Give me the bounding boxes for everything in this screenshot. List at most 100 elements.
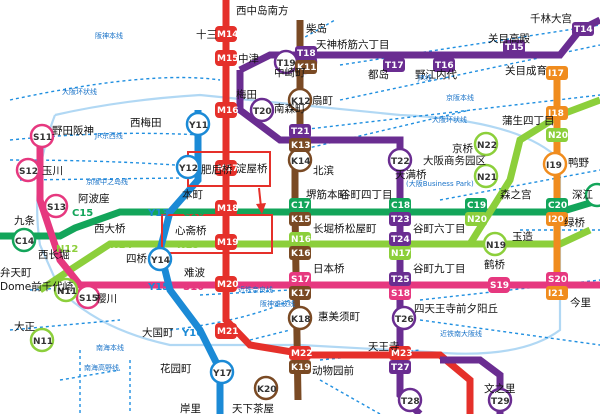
tile-k13: K13 [291,141,311,151]
jr-loop-line [36,93,562,355]
tile-k16: K16 [291,249,311,259]
label-morinomiya: 森之宫 [500,188,532,201]
nagahori-line [38,226,592,293]
label-gamo: 蒲生四丁目 [502,114,555,127]
code-c14: C14 [15,237,34,247]
label-nishiohashi: 西大桥 [94,222,126,235]
code-n14: N14 [110,240,132,251]
tile-i17: I17 [548,69,564,79]
tile-n17: N17 [391,249,411,259]
tile-k19: K19 [291,363,311,373]
code-n19: N19 [486,241,506,251]
code-m21: M21 [217,327,238,337]
label-tanimachi9: 谷町九丁目 [413,263,466,275]
tile-k11: K11 [297,63,317,73]
station-labels: 西中岛南方 十三 中津 梅田 西梅田 肥后桥 淀屋桥 本町 阿波座 九条 西长堀… [0,4,593,414]
tile-t17: T17 [385,61,404,71]
tile-n20: N20 [548,131,568,141]
tile-t27: T27 [391,363,410,373]
code-y11: Y11 [188,121,208,131]
code-k18: K18 [291,315,311,325]
code-m19: M19 [217,238,238,248]
code-n21: N21 [477,173,497,183]
tile-m22: M22 [291,349,312,359]
code-m17: M17 [217,164,238,174]
label-tengachaya: 天下茶屋 [232,402,274,414]
code-i19: I19 [546,161,562,171]
label-sakaisuji-honmachi: 堺筋本町 [306,188,348,201]
label-daikokucho: 大国町 [142,326,174,339]
code-y14: Y14 [150,256,170,266]
code-s15: S15 [79,294,98,304]
tile-t16: T16 [435,61,454,71]
code-n10: N11 [33,337,53,347]
inline-codes: Y13 C16 N14 N15 Y15 S16 Y16 C15 N12 [56,208,204,339]
label-jr-line: JR线 [417,73,432,82]
label-matsuyamachi: 松屋町 [345,222,377,235]
label-higobashi: 肥后桥 [201,164,233,176]
label-nakatsu: 中津 [238,52,259,65]
tile-t25: T25 [391,275,410,285]
code-m16: M16 [217,106,238,116]
code-c16: C16 [183,208,204,219]
label-imazato: 今里 [570,296,591,309]
code-n22: N22 [477,141,497,151]
label-osaka-kanjo: 大阪环状线 [432,115,467,124]
code-m15: M15 [217,54,238,64]
code-s11: S11 [33,133,52,143]
nagahori-line-north [467,96,600,246]
label-obp-en: (大阪Business Park) [406,179,474,188]
tile-c19: C19 [467,201,486,211]
label-senbayashi: 千林大宫 [530,12,572,25]
label-kishinosato: 岸里 [180,403,201,414]
label-bunnosato: 文之里 [484,382,516,395]
code-t20: T20 [253,107,272,117]
code-s16: S16 [183,282,204,293]
code-y12: Y12 [178,164,198,174]
label-tsuruhashi: 鹤桥 [484,258,505,271]
code-k14: K14 [291,157,311,167]
code-y17: Y17 [212,369,232,379]
tile-t18: T18 [297,49,316,59]
code-t22: T22 [391,157,410,167]
code-y13: Y13 [147,208,169,219]
label-ogimachi: 扇町 [312,94,333,107]
code-t19: T19 [277,59,296,69]
code-y15: Y15 [147,282,169,293]
label-jr-loop: 大阪环状线 [62,87,97,96]
tile-i21: I21 [548,289,564,299]
tile-s20: S20 [548,275,567,285]
tile-s17: S17 [291,275,310,285]
code-m14: M14 [217,30,238,40]
tile-t24: T24 [391,235,410,245]
label-dobutsuenmae: 动物园前 [312,364,354,377]
tile-m23: M23 [391,349,412,359]
code-t29: T29 [491,397,510,407]
label-bentencho: 弁天町 [0,266,32,279]
code-n12: N12 [56,244,78,255]
label-obp: 大阪商务园区 [423,154,486,167]
code-s12: S12 [19,167,38,177]
code-n11: N11 [57,287,77,297]
label-shitennoji: 四天王寺前夕阳丘 [414,302,498,315]
label-tanimachi4: 谷町四丁目 [340,189,393,201]
tile-c17: C17 [291,201,310,211]
label-tanimachi6: 谷町六丁目 [413,223,466,235]
red-arrow-icon [256,187,266,214]
tile-c20: C20 [548,201,567,211]
label-miyakojima: 都岛 [368,68,389,81]
label-namba: 难波 [184,266,205,279]
label-sekime-takadono: 关目高殿 [488,32,530,45]
label-kitahama: 北滨 [313,164,334,177]
tile-i18: I18 [548,109,564,119]
code-y16: Y16 [181,328,203,339]
label-honmachi: 本町 [182,188,203,201]
rail-line-labels: 阪神本线 大阪环状线 JR东西线 京阪中之岛线 京阪本线 JR线 大阪环状线 (… [62,31,482,372]
code-s13: S13 [47,203,66,213]
label-keihan-nakanoshima: 京阪中之岛线 [86,177,128,186]
label-yotsubashi: 四桥 [126,253,147,265]
label-sekime: 关目成育 [505,64,547,77]
code-c15: C15 [72,208,93,219]
label-dome: Dome前千代崎 [0,280,74,293]
